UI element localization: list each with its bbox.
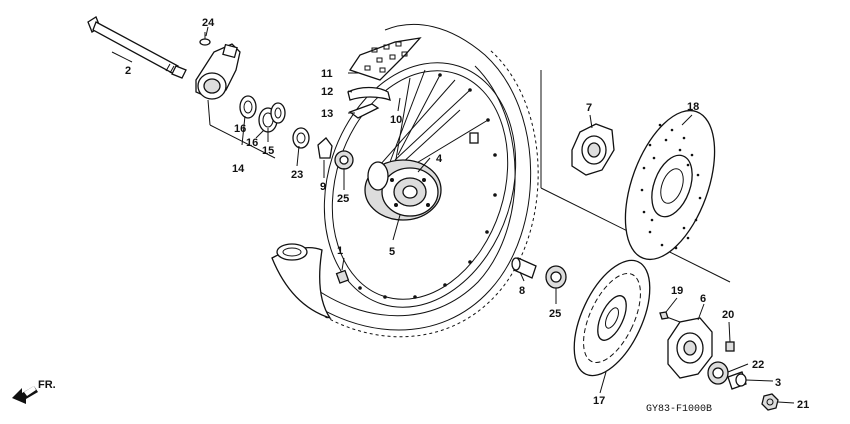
leader-lines xyxy=(111,26,795,404)
rear-hardware xyxy=(707,341,779,411)
axle xyxy=(87,16,187,79)
spoke-nipple xyxy=(335,269,350,284)
callout-4: 4 xyxy=(436,153,443,165)
callout-20: 20 xyxy=(722,309,734,321)
callout-12: 12 xyxy=(321,86,333,98)
tire xyxy=(271,24,539,338)
callout-labels: 1 2 3 4 5 6 7 8 9 10 11 12 13 14 15 16 1… xyxy=(125,17,809,411)
callout-7: 7 xyxy=(586,102,592,114)
callout-6: 6 xyxy=(700,293,706,305)
callout-8: 8 xyxy=(519,285,525,297)
callout-10: 10 xyxy=(390,114,402,126)
gear-washers xyxy=(239,95,286,133)
diagram-code: GY83-F1000B xyxy=(646,404,712,415)
callout-3: 3 xyxy=(775,377,781,389)
callout-18: 18 xyxy=(687,101,699,113)
callout-24: 24 xyxy=(202,17,215,29)
callout-9: 9 xyxy=(320,181,326,193)
screw-24 xyxy=(199,32,211,46)
tube-and-band xyxy=(347,86,391,119)
callout-25-a: 25 xyxy=(337,193,349,205)
callout-21: 21 xyxy=(797,399,809,411)
callout-17: 17 xyxy=(593,395,605,407)
collar-8 xyxy=(511,257,537,279)
flange-7 xyxy=(571,123,615,176)
callout-5: 5 xyxy=(389,246,395,258)
front-direction-arrow-icon xyxy=(12,386,38,404)
speedometer-gearbox xyxy=(195,43,241,100)
callout-19: 19 xyxy=(671,285,683,297)
callout-1: 1 xyxy=(337,245,343,257)
callout-16-a: 16 xyxy=(234,123,246,135)
bolt-19 xyxy=(659,311,681,323)
callout-15: 15 xyxy=(262,145,274,157)
callout-16-b: 16 xyxy=(246,137,258,149)
hub xyxy=(364,159,442,221)
callout-11: 11 xyxy=(321,68,333,80)
bearing-25 xyxy=(545,265,567,289)
callout-2: 2 xyxy=(125,65,131,77)
front-direction-label: FR. xyxy=(38,379,56,391)
flange-6 xyxy=(667,317,713,379)
seal-bearing-set xyxy=(292,127,354,170)
callout-14: 14 xyxy=(232,163,245,175)
spokes xyxy=(379,69,489,171)
brake-disc-18 xyxy=(624,109,716,261)
callout-23: 23 xyxy=(291,169,303,181)
brake-disc-17 xyxy=(573,259,651,377)
callout-25-b: 25 xyxy=(549,308,561,320)
callout-13: 13 xyxy=(321,108,333,120)
callout-22: 22 xyxy=(752,359,764,371)
